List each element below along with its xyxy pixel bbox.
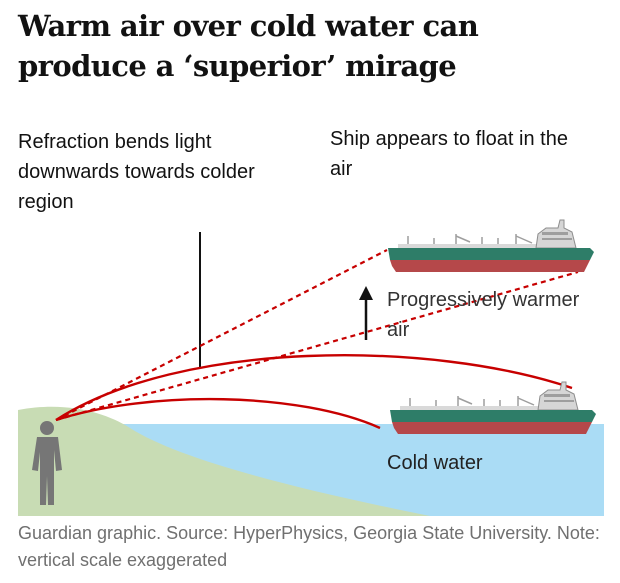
- real-ship-icon: [389, 381, 597, 435]
- apparent-ray-lower: [55, 270, 579, 422]
- refracted-ray-upper: [55, 354, 573, 422]
- mirage-ship-icon: [387, 219, 595, 273]
- refracted-ray-lower: [55, 397, 381, 430]
- page-title: Warm air over cold water can produce a ‘…: [18, 9, 479, 83]
- up-arrow-icon: [359, 286, 373, 340]
- land-slope: [18, 406, 430, 516]
- cold-water-label: Cold water: [387, 452, 483, 474]
- refraction-label: Refraction bends light downwards towards…: [18, 131, 255, 213]
- ship-appears-label: Ship appears to float in the air: [330, 128, 568, 180]
- apparent-ray-upper: [55, 249, 388, 421]
- observer-person-icon: [32, 421, 62, 505]
- source-footer: Guardian graphic. Source: HyperPhysics, …: [18, 523, 600, 570]
- warmer-air-label: Progressively warmer air: [387, 289, 580, 341]
